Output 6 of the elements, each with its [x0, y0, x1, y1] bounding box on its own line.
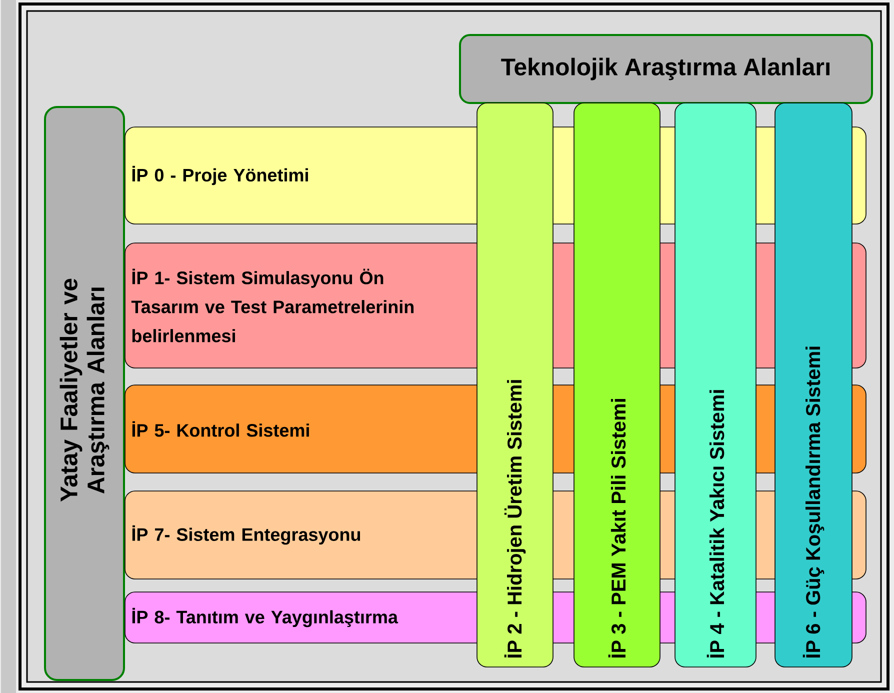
column: İP 6 - Güç Koşullandırma Sistemi: [774, 102, 852, 668]
column: İP 2 - Hidrojen Üretim Sistemi: [476, 102, 554, 668]
column: İP 4 - Katalitik Yakıcı Sistemi: [674, 102, 756, 668]
side-box: Yatay Faaliyetler ve Araştırma Alanları: [44, 106, 125, 681]
title-box: Teknolojik Araştırma Alanları: [459, 34, 873, 104]
column: İP 3 - PEM Yakıt Pili Sistemi: [574, 102, 660, 668]
